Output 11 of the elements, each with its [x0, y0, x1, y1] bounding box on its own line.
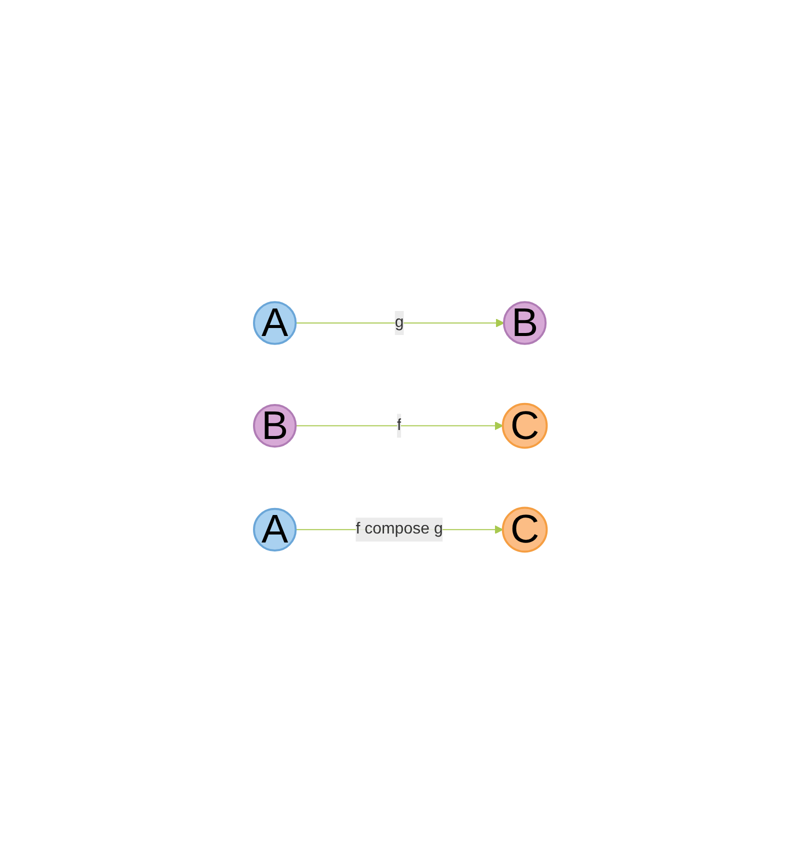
node-circle: A [252, 507, 296, 552]
node-circle: A [252, 300, 296, 344]
edge-label: g [394, 314, 404, 331]
edge-label: f compose g [355, 520, 442, 538]
arrow [294, 318, 504, 328]
arrow [294, 421, 503, 430]
node-circle: C [501, 506, 548, 552]
edge-label: f [396, 416, 402, 434]
node-circle: C [501, 402, 548, 448]
node-circle: B [252, 404, 296, 448]
node-circle: B [502, 300, 546, 344]
